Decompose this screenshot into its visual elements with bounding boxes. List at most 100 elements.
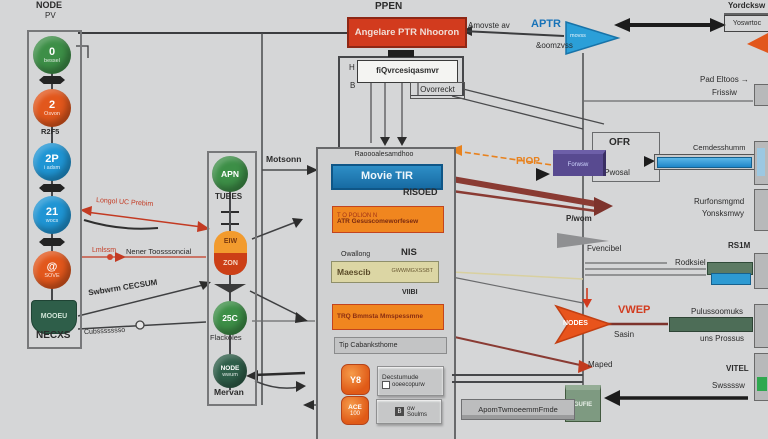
node5-sub: SOVE [44,273,60,279]
curved-line [254,380,300,389]
pior-label: PIOP [516,156,540,167]
purple-box: Forwsw [553,150,606,176]
vital-label: VIIBI [402,289,418,296]
correct-diag2 [451,95,584,130]
orange-button-2: ACE 100 [341,396,369,425]
aptr-label: APTR [531,18,561,30]
model-box-label: MOOEU [40,313,68,321]
bottom-line-1 [452,374,583,376]
gray1-line2: ooeecopurw [392,381,425,388]
triangle-inner-label: movss [570,33,586,39]
gray2-line1: ow [406,405,415,412]
corner-box-label: Yoswrtoc [732,19,762,27]
checkbox-icon [382,380,390,389]
blue-header-label: Movie TIR [361,170,413,183]
nis-label: NIS [401,247,417,258]
edge-box-2 [754,141,768,185]
ofr-label: OFR [609,137,631,148]
flow-gray-bar-label: Tip Cabanksthome [339,341,398,349]
orange2-label: TRQ Bmmsta Mmspessmne [337,312,423,320]
blue-progress-fill [657,157,752,168]
diag2-label: Cubssssssso [83,326,126,337]
left-mid-label: R2F5 [41,127,60,136]
flow-gray-bar: Tip Cabanksthome [334,337,447,354]
pill-bottom-label: ZON [214,253,247,275]
arrow-left-bottom [303,400,314,410]
owallong-label: Owallong [341,251,371,258]
double-arrow-icon [39,76,65,84]
double-arrow-icon [39,184,65,192]
corner-orange-arrow [747,33,768,53]
black-arrow-bottom-head [604,390,620,406]
clamp-icon [388,50,414,57]
maped-label: Maped [588,360,613,369]
white-process-label: fiQvrcesiqasmvr [376,66,439,76]
mid-circle1-label: APN [221,169,239,179]
pad-effects-label: Pad Eltoos → [700,75,749,84]
red-dot [107,254,113,260]
mid-label-2: Flackoles [210,333,242,342]
edge-box-1 [754,84,768,106]
b-badge-icon: B [394,407,404,416]
edge-box2-bar [757,148,765,176]
h-label: H [349,63,355,72]
gray2-line2: Soulms [406,411,427,418]
node5-label: @ [46,261,58,273]
arrow-line-label: Amovste av [468,21,510,30]
maroon-wedge [594,197,613,216]
mid-arrow-up [251,221,297,240]
gray-box-1: Decstumude ooeecopurw [377,366,444,396]
frissiw-label: Frissiw [712,88,737,97]
perf-label-1: Rurfonsmgmd [694,197,745,206]
node1-sub: bessel [44,58,60,64]
left-panel-footer: NECXS [36,330,71,341]
node-circle-2: 2 Osvon [33,89,71,127]
gray1-line2-row: ooeecopurw [382,380,443,389]
red-arrow2-label2: Nener Toosssoncial [126,247,192,256]
node-circle-3: 2P i adsm [33,143,71,181]
node-circle-1: 0 bessel [33,36,71,74]
chevron-down-icon [214,284,246,293]
perf-label-2: Yonsksmwy [702,209,744,218]
node2-label: 2 [48,99,56,111]
left-panel-title: NODE [36,0,63,10]
yellow-right-label: GWWMGXSSBT [391,268,433,275]
rodksiel-label: Rodksiel [675,258,706,267]
left-panel-subtitle: PV [45,11,56,20]
red-arrow2-label: Lmlssm [92,247,117,254]
red-arrow2-head [115,252,126,262]
double-arrow-icon [39,238,65,246]
swoosh-line [83,219,159,230]
correct-box: Ovorreckt [410,82,465,99]
top-box-bottom-seg [411,95,463,97]
yellow-left-label: Maescib [337,266,371,277]
orange1-line2: ATR Gesuscomeworfesew [337,218,419,226]
risoed-label: RISOED [403,187,438,197]
mid-node-panel [207,151,257,406]
mid-circle-1: APN [212,156,248,192]
mid-label-1: TUBES [215,192,243,201]
mid-circle-2: 25C [213,301,247,335]
green-cube-label: GUFIE [573,402,593,409]
black-arrow-top-left-head [614,18,630,32]
flow-header-label: Raoooalesamdhoo [354,151,414,158]
red-banner-label: Angelare PTR Nhooron [354,26,460,38]
green-bar-large [669,317,753,332]
pill-top-label: EIW [214,231,247,253]
red-vert-head [582,299,592,308]
nodes-arrow-label: NODES [563,320,588,327]
maroon-band2 [451,189,597,213]
pill-node: EIW ZON [214,231,247,275]
diag1-label: Swbwrm CECSUM [87,277,158,298]
vitel-label: VITEL [726,364,749,373]
rsim-label: RS1M [728,241,751,250]
edge-box-6 [754,353,768,401]
blue-progress-track [654,154,756,170]
considerations-label: Cemdesshumm [693,143,746,152]
maroon-band1 [451,176,597,207]
fvencibel-label: Fvencibel [587,244,622,253]
model-box: MOOEU [31,300,77,334]
prwom-label: P/wom [566,214,592,223]
mid-arrow-down [249,290,301,317]
